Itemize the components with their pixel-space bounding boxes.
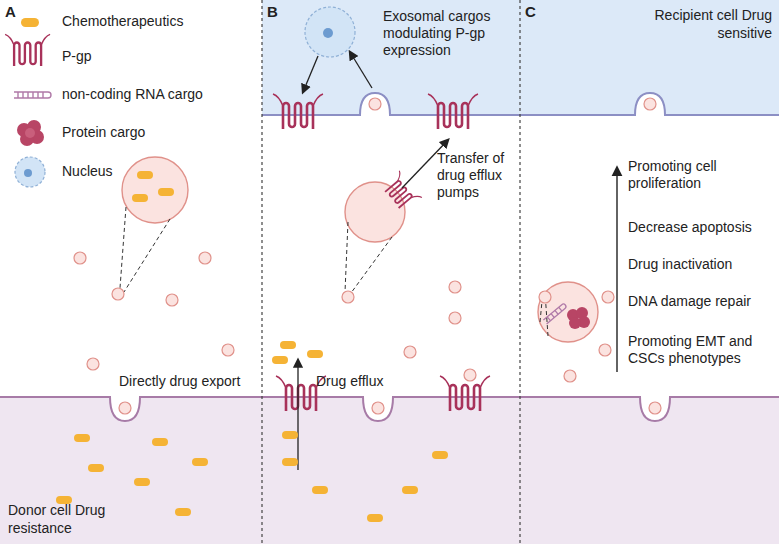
effect-item: Promoting cell proliferation bbox=[628, 158, 776, 192]
cell-label: Donor cell Drug resistance bbox=[8, 501, 138, 537]
legend-text: non-coding RNA cargo bbox=[62, 86, 203, 103]
panel-letter: C bbox=[525, 3, 536, 20]
effect-item: Decrease apoptosis bbox=[628, 219, 776, 236]
legend-text: Protein cargo bbox=[62, 124, 145, 141]
donor-cell-region: Donor cell Drug resistance bbox=[0, 397, 779, 544]
panel-letter: B bbox=[267, 3, 278, 20]
panel-letter: A bbox=[5, 3, 16, 20]
annotation: Exosomal cargos modulating P-gp expressi… bbox=[383, 8, 515, 59]
legend-swatch bbox=[21, 18, 39, 27]
effect-item: Promoting EMT and CSCs phenotypes bbox=[628, 333, 776, 367]
annotation: Transfer of drug efflux pumps bbox=[437, 150, 519, 201]
annotation: Directly drug export bbox=[119, 373, 259, 390]
effect-item: Drug inactivation bbox=[628, 256, 776, 273]
annotation: Drug efflux bbox=[316, 373, 406, 390]
legend-text: Chemotherapeutics bbox=[62, 13, 183, 30]
effect-item: DNA damage repair bbox=[628, 293, 776, 310]
cell-label: Recipient cell Drug sensitive bbox=[642, 6, 772, 42]
recipient-cell-region: Recipient cell Drug sensitive bbox=[262, 0, 779, 115]
legend-text: Nucleus bbox=[62, 163, 113, 180]
legend-text: P-gp bbox=[62, 48, 92, 65]
